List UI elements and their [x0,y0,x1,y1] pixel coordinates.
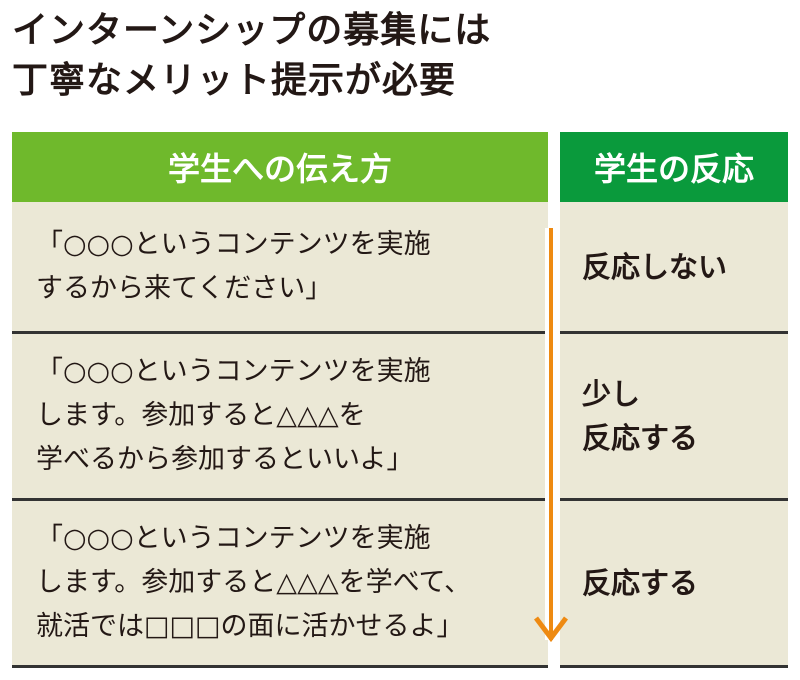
row-3-reaction: 反応する [560,501,788,668]
reaction-text: 少し 反応する [582,377,699,455]
title-line-1: インターンシップの募集には [12,10,492,51]
row-1-reaction: 反応しない [560,202,788,334]
row-3-message: 「○○○というコンテンツを実施 します。参加すると△△△を学べて、 就活では□□… [12,501,548,668]
reaction-text: 反応する [582,566,699,600]
row-2-reaction: 少し 反応する [560,334,788,501]
header-message: 学生への伝え方 [12,132,548,202]
reaction-text: 反応しない [582,249,728,284]
message-text: 「○○○というコンテンツを実施 します。参加すると△△△を学べて、 就活では□□… [36,523,472,642]
down-arrow-icon [534,228,568,643]
message-text: 「○○○というコンテンツを実施 するから来てください」 [36,228,431,304]
title: インターンシップの募集には 丁寧なメリット提示が必要 [12,6,491,106]
row-2-message: 「○○○というコンテンツを実施 します。参加すると△△△を 学べるから参加すると… [12,334,548,501]
header-reaction: 学生の反応 [560,132,788,202]
row-1-message: 「○○○というコンテンツを実施 するから来てください」 [12,202,548,334]
message-text: 「○○○というコンテンツを実施 します。参加すると△△△を 学べるから参加すると… [36,356,431,475]
title-line-2: 丁寧なメリット提示が必要 [12,60,457,101]
